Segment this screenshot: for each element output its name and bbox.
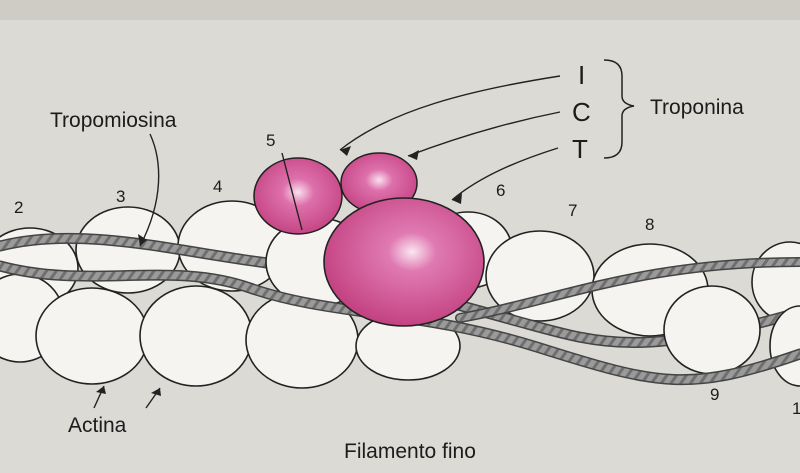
bead-number-9: 9 xyxy=(710,385,719,404)
bead-number-2: 2 xyxy=(14,198,23,217)
bead-number-4: 4 xyxy=(213,177,222,196)
actin-label: Actina xyxy=(68,414,127,437)
bead-number-6: 6 xyxy=(496,181,505,200)
actin-bead-front-1 xyxy=(36,288,148,384)
troponin-label: Troponina xyxy=(650,96,744,119)
troponin-c-label: C xyxy=(572,97,591,127)
bead-number-5: 5 xyxy=(266,131,275,150)
troponin-i-label: I xyxy=(578,60,585,90)
troponin-t-label: T xyxy=(572,134,588,164)
actin-bead-9 xyxy=(664,286,760,374)
bead-number-3: 3 xyxy=(116,187,125,206)
troponin-t xyxy=(324,198,484,326)
tropomyosin-label: Tropomiosina xyxy=(50,109,177,132)
bead-number-10: 1 xyxy=(792,399,800,418)
actin-bead-front-2 xyxy=(140,286,252,386)
troponin-i xyxy=(254,158,342,234)
bead-number-8: 8 xyxy=(645,215,654,234)
bead-number-7: 7 xyxy=(568,201,577,220)
page-edge-shadow xyxy=(0,0,800,20)
thin-filament-label: Filamento fino xyxy=(344,440,476,463)
